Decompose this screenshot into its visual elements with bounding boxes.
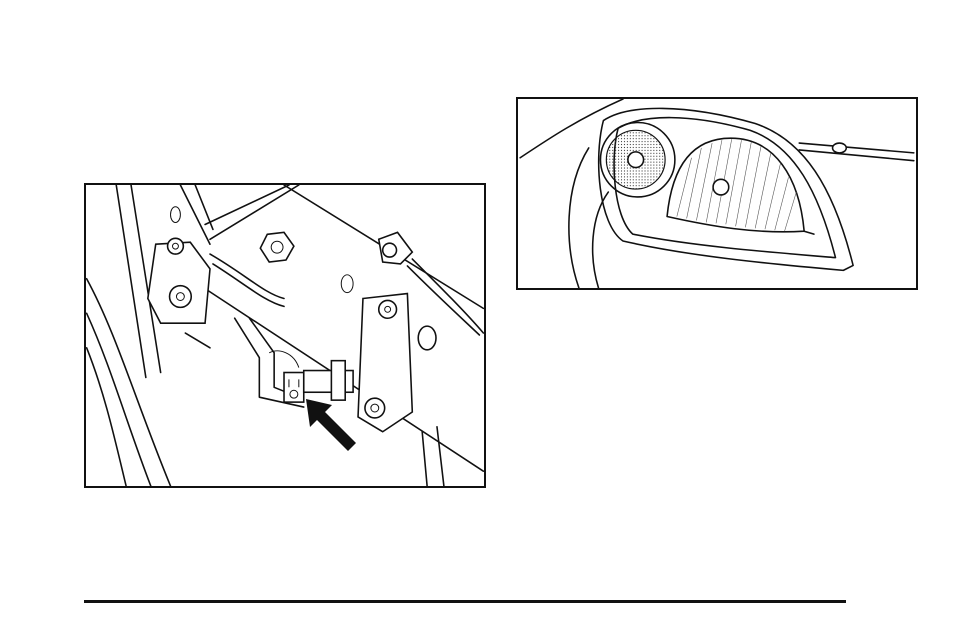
adjuster-illustration: [84, 183, 486, 488]
footer-rule: [84, 600, 846, 603]
adjuster-drawing: [86, 185, 484, 486]
adjuster-arrow-icon: [304, 397, 360, 453]
headlamp-illustration: [516, 97, 918, 290]
headlamp-drawing: [518, 99, 916, 288]
